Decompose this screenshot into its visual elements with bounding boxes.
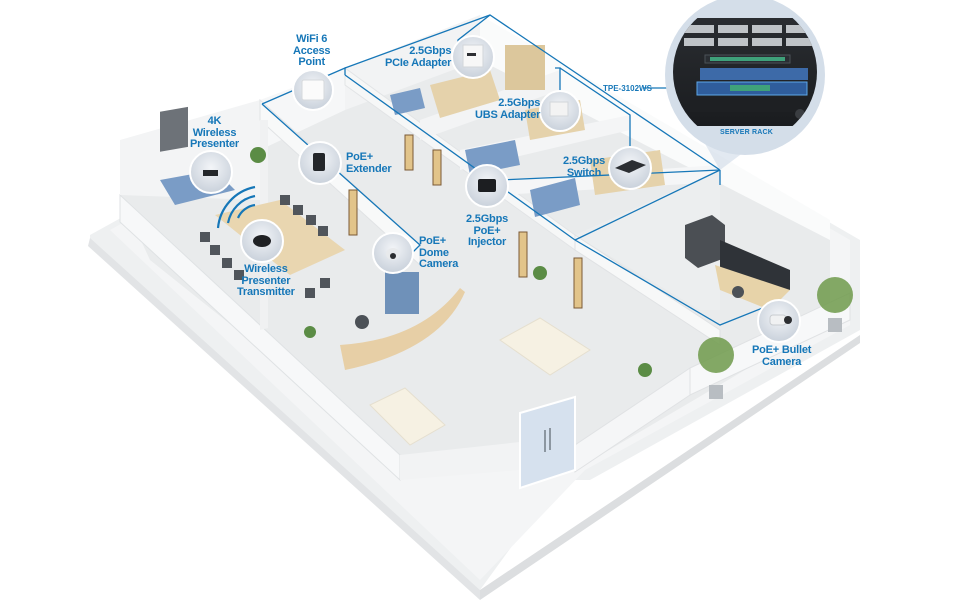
sofa [369, 387, 446, 446]
pcie-card-icon [451, 35, 495, 79]
label-line: PoE+ [473, 224, 501, 237]
device-label-dome-camera: PoE+ Dome Camera [419, 235, 459, 271]
server-room [685, 215, 790, 310]
label-line: Wireless [192, 126, 237, 139]
label-line: Wireless [244, 263, 288, 275]
usb-adapter-icon [539, 90, 581, 132]
server-rack-callout [665, 0, 825, 170]
label-line: Camera [762, 355, 802, 368]
device-label-poe-extender: PoE+ Extender [346, 151, 392, 175]
device-label-pcie-adapter: 2.5Gbps PCIe Adapter [385, 45, 452, 69]
label-line: PoE+ [419, 235, 447, 247]
label-line: Presenter [241, 274, 291, 287]
dome-camera-icon [372, 232, 414, 274]
label-line: 2.5Gbps [563, 155, 606, 167]
device-bubbles [189, 35, 801, 343]
label-line: Switch [566, 166, 602, 179]
device-label-poe-injector: 2.5Gbps PoE+ Injector [466, 213, 509, 249]
sofa [499, 317, 591, 376]
server-rack-title: SERVER RACK [720, 129, 774, 136]
label-line: UBS Adapter [475, 108, 541, 121]
front-walls [119, 193, 851, 490]
wifi-signal-icon [216, 185, 256, 229]
plant [304, 326, 316, 338]
label-line: PoE+ Bullet [752, 344, 812, 356]
poe-extender-icon [298, 141, 342, 185]
label-line: Point [298, 56, 325, 68]
wireless-presenter-icon [189, 150, 233, 194]
reception-chair [355, 315, 369, 329]
label-line: Extender [346, 162, 392, 175]
device-label-switch: 2.5Gbps Switch [563, 155, 606, 179]
label-line: 2.5Gbps [466, 213, 509, 225]
label-line: Dome [419, 246, 449, 259]
label-line: Transmitter [237, 286, 295, 298]
label-line: Camera [419, 258, 459, 270]
label-line: PoE+ [346, 151, 374, 163]
control-desk [715, 265, 790, 310]
presenter-transmitter-icon [240, 219, 284, 263]
label-line: Injector [467, 236, 507, 248]
label-line: PCIe Adapter [385, 56, 452, 69]
plant [638, 363, 652, 377]
server-cabinet [685, 215, 725, 268]
label-line: 4K [207, 115, 222, 127]
poe-injector-icon [465, 164, 509, 208]
label-line: 2.5Gbps [409, 45, 452, 57]
network-switch-icon [608, 146, 652, 190]
cable-line [559, 67, 631, 150]
entrance-door [519, 395, 576, 490]
bullet-camera-icon [757, 299, 801, 343]
device-label-bullet-camera: PoE+ Bullet Camera [752, 344, 812, 368]
switch-model-label: TPE-3102WS [603, 84, 652, 93]
plant [250, 147, 266, 163]
device-label-wireless-presenter: 4K Wireless Presenter [190, 115, 239, 151]
plant [533, 266, 547, 280]
reception-desk [340, 288, 465, 370]
reception-area [304, 266, 652, 446]
device-label-wifi6-ap: WiFi 6 Access Point [293, 33, 331, 69]
outdoor-plants [698, 277, 853, 399]
blue-cabinet [385, 272, 419, 314]
display-screen [160, 106, 188, 152]
label-line: Presenter [190, 138, 239, 150]
ceiling-access-point-icon [292, 69, 334, 111]
label-line: Access [293, 44, 331, 57]
label-line: WiFi 6 [296, 33, 328, 45]
cable-line [574, 169, 721, 241]
device-label-usb-adapter: 2.5Gbps UBS Adapter [475, 97, 541, 121]
device-label-presenter-transmitter: Wireless Presenter Transmitter [237, 263, 295, 299]
label-line: 2.5Gbps [498, 97, 541, 109]
